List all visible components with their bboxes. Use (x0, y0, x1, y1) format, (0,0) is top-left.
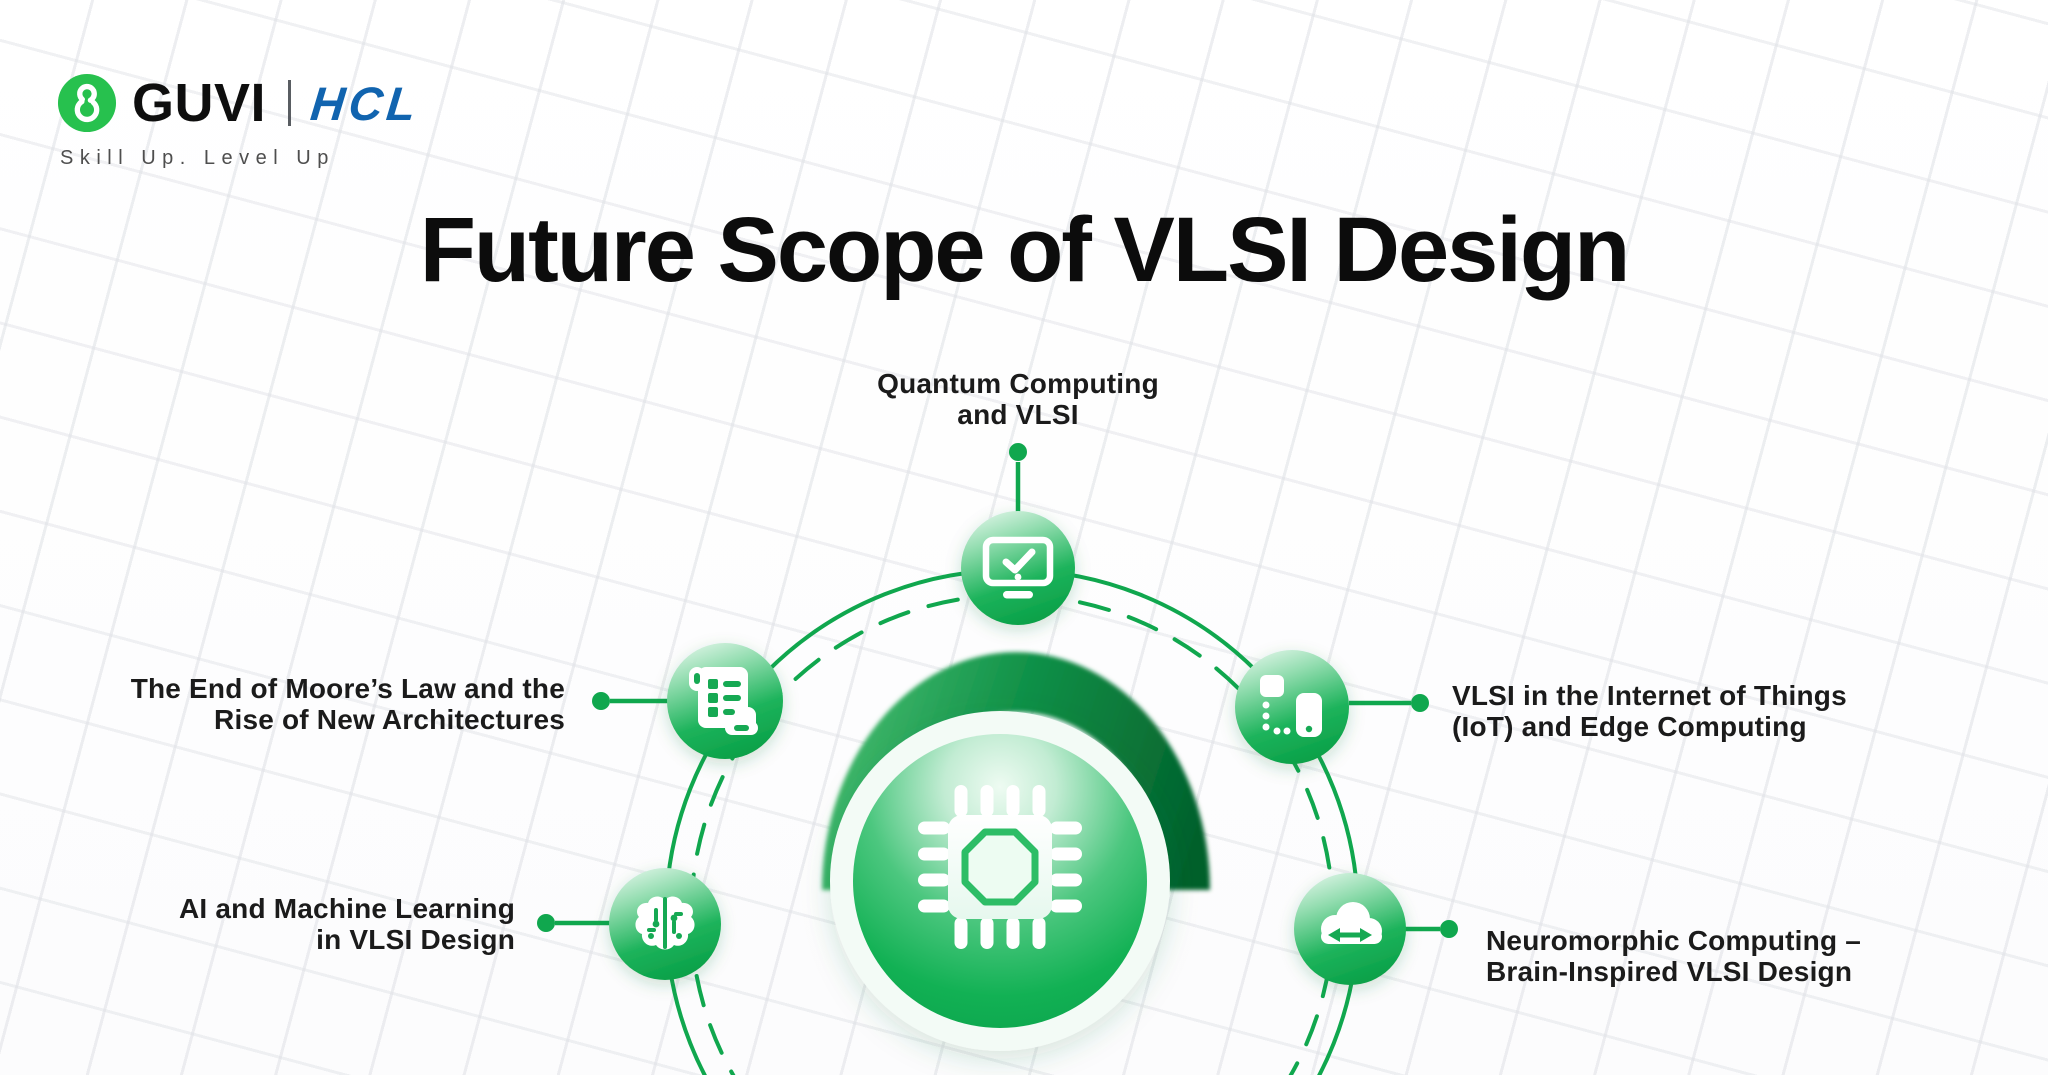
connector-quantum (1009, 443, 1027, 513)
node-label-quantum: Quantum Computing and VLSI (768, 368, 1268, 430)
node-moores-law (667, 643, 783, 759)
node-label-neuromorphic: Neuromorphic Computing – Brain-Inspired … (1486, 925, 2048, 987)
node-neuromorphic (1294, 873, 1406, 985)
node-label-iot-edge: VLSI in the Internet of Things (IoT) and… (1452, 680, 2032, 742)
page-title: Future Scope of VLSI Design (419, 199, 1631, 301)
guvi-loop-icon (57, 73, 117, 133)
iot-devices-icon (1260, 675, 1322, 737)
node-label-moores-law: The End of Moore’s Law and the Rise of N… (85, 673, 565, 735)
brand-tagline: Skill Up. Level Up (60, 147, 335, 169)
node-label-line: Neuromorphic Computing – (1486, 925, 1862, 956)
node-circle-iot-edge (1235, 650, 1349, 764)
connector-iot-edge (1349, 694, 1429, 712)
node-quantum (961, 511, 1075, 625)
node-label-line: Rise of New Architectures (214, 704, 565, 735)
node-label-ai-ml: AI and Machine Learning in VLSI Design (35, 893, 515, 955)
brand-divider (288, 80, 292, 126)
connector-ai-ml (537, 914, 611, 932)
chip-icon (918, 785, 1082, 949)
node-label-line: in VLSI Design (316, 924, 515, 955)
hcl-wordmark: HCL (308, 76, 423, 130)
cloud-sync-icon (1321, 902, 1382, 944)
node-label-line: Quantum Computing (877, 368, 1159, 399)
node-label-line: AI and Machine Learning (179, 893, 515, 924)
center-arc (822, 652, 1210, 890)
connector-moores-law (592, 692, 668, 710)
node-label-line: (IoT) and Edge Computing (1452, 711, 1807, 742)
node-label-line: and VLSI (957, 399, 1079, 430)
connector-neuromorphic (1405, 920, 1458, 938)
node-label-line: The End of Moore’s Law and the (130, 673, 565, 704)
node-ai-ml (609, 868, 721, 980)
guvi-wordmark: GUVI (132, 73, 267, 133)
node-label-line: Brain-Inspired VLSI Design (1486, 956, 1853, 987)
monitor-check-icon (982, 536, 1054, 599)
node-iot-edge (1235, 650, 1349, 764)
scroll-list-icon (689, 667, 758, 735)
brain-circuit-icon (635, 896, 695, 950)
brand-header: GUVI HCL Skill Up. Level Up (57, 72, 423, 170)
node-label-line: VLSI in the Internet of Things (1452, 680, 1847, 711)
